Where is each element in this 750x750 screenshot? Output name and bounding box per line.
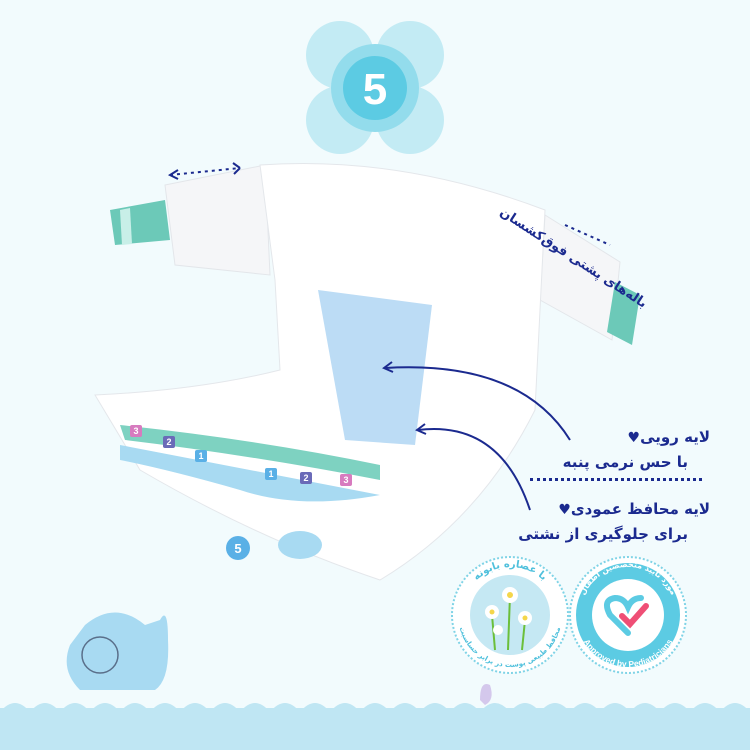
indicator-left-3: 3 [133,426,138,436]
feature-description: با حس نرمی پنبه [562,453,688,471]
size-number: 5 [363,65,387,114]
indicator-right-2: 2 [303,473,308,483]
divider [530,478,702,481]
heart-icon: ♥ [558,502,571,518]
indicator-left-2: 2 [166,437,171,447]
feature-top-layer: لایه رویی♥ با حس نرمی پنبه [563,425,710,474]
diaper: 3 2 1 1 2 3 5 [94,162,640,581]
size-badge: 5 [306,21,444,154]
feature-title: لایه محافظ عمودی [570,500,710,518]
diaper-size-mark: 5 [234,541,241,556]
indicator-left-1: 1 [198,451,203,461]
feature-description: برای جلوگیری از نشتی [518,525,688,543]
indicator-right-1: 1 [268,469,273,479]
chamomile-seal: با عصاره بابونه محافظ طبیعی پوست در براب… [451,556,569,674]
wave-border [0,703,750,750]
indicator-right-3: 3 [343,475,348,485]
pediatrician-approved-seal: مورد تایید متخصصین اطفال Approved by Ped… [569,556,687,674]
elephant-illustration [66,612,169,690]
annotation-arrows [167,162,611,511]
checkmark-icon [619,603,649,629]
leaf-decoration [480,684,492,705]
heart-icon [603,594,644,636]
feature-leak-guard: لایه محافظ عمودی♥ برای جلوگیری از نشتی [518,497,710,546]
feature-title: لایه رویی [640,428,710,446]
heart-icon: ♥ [627,430,641,446]
